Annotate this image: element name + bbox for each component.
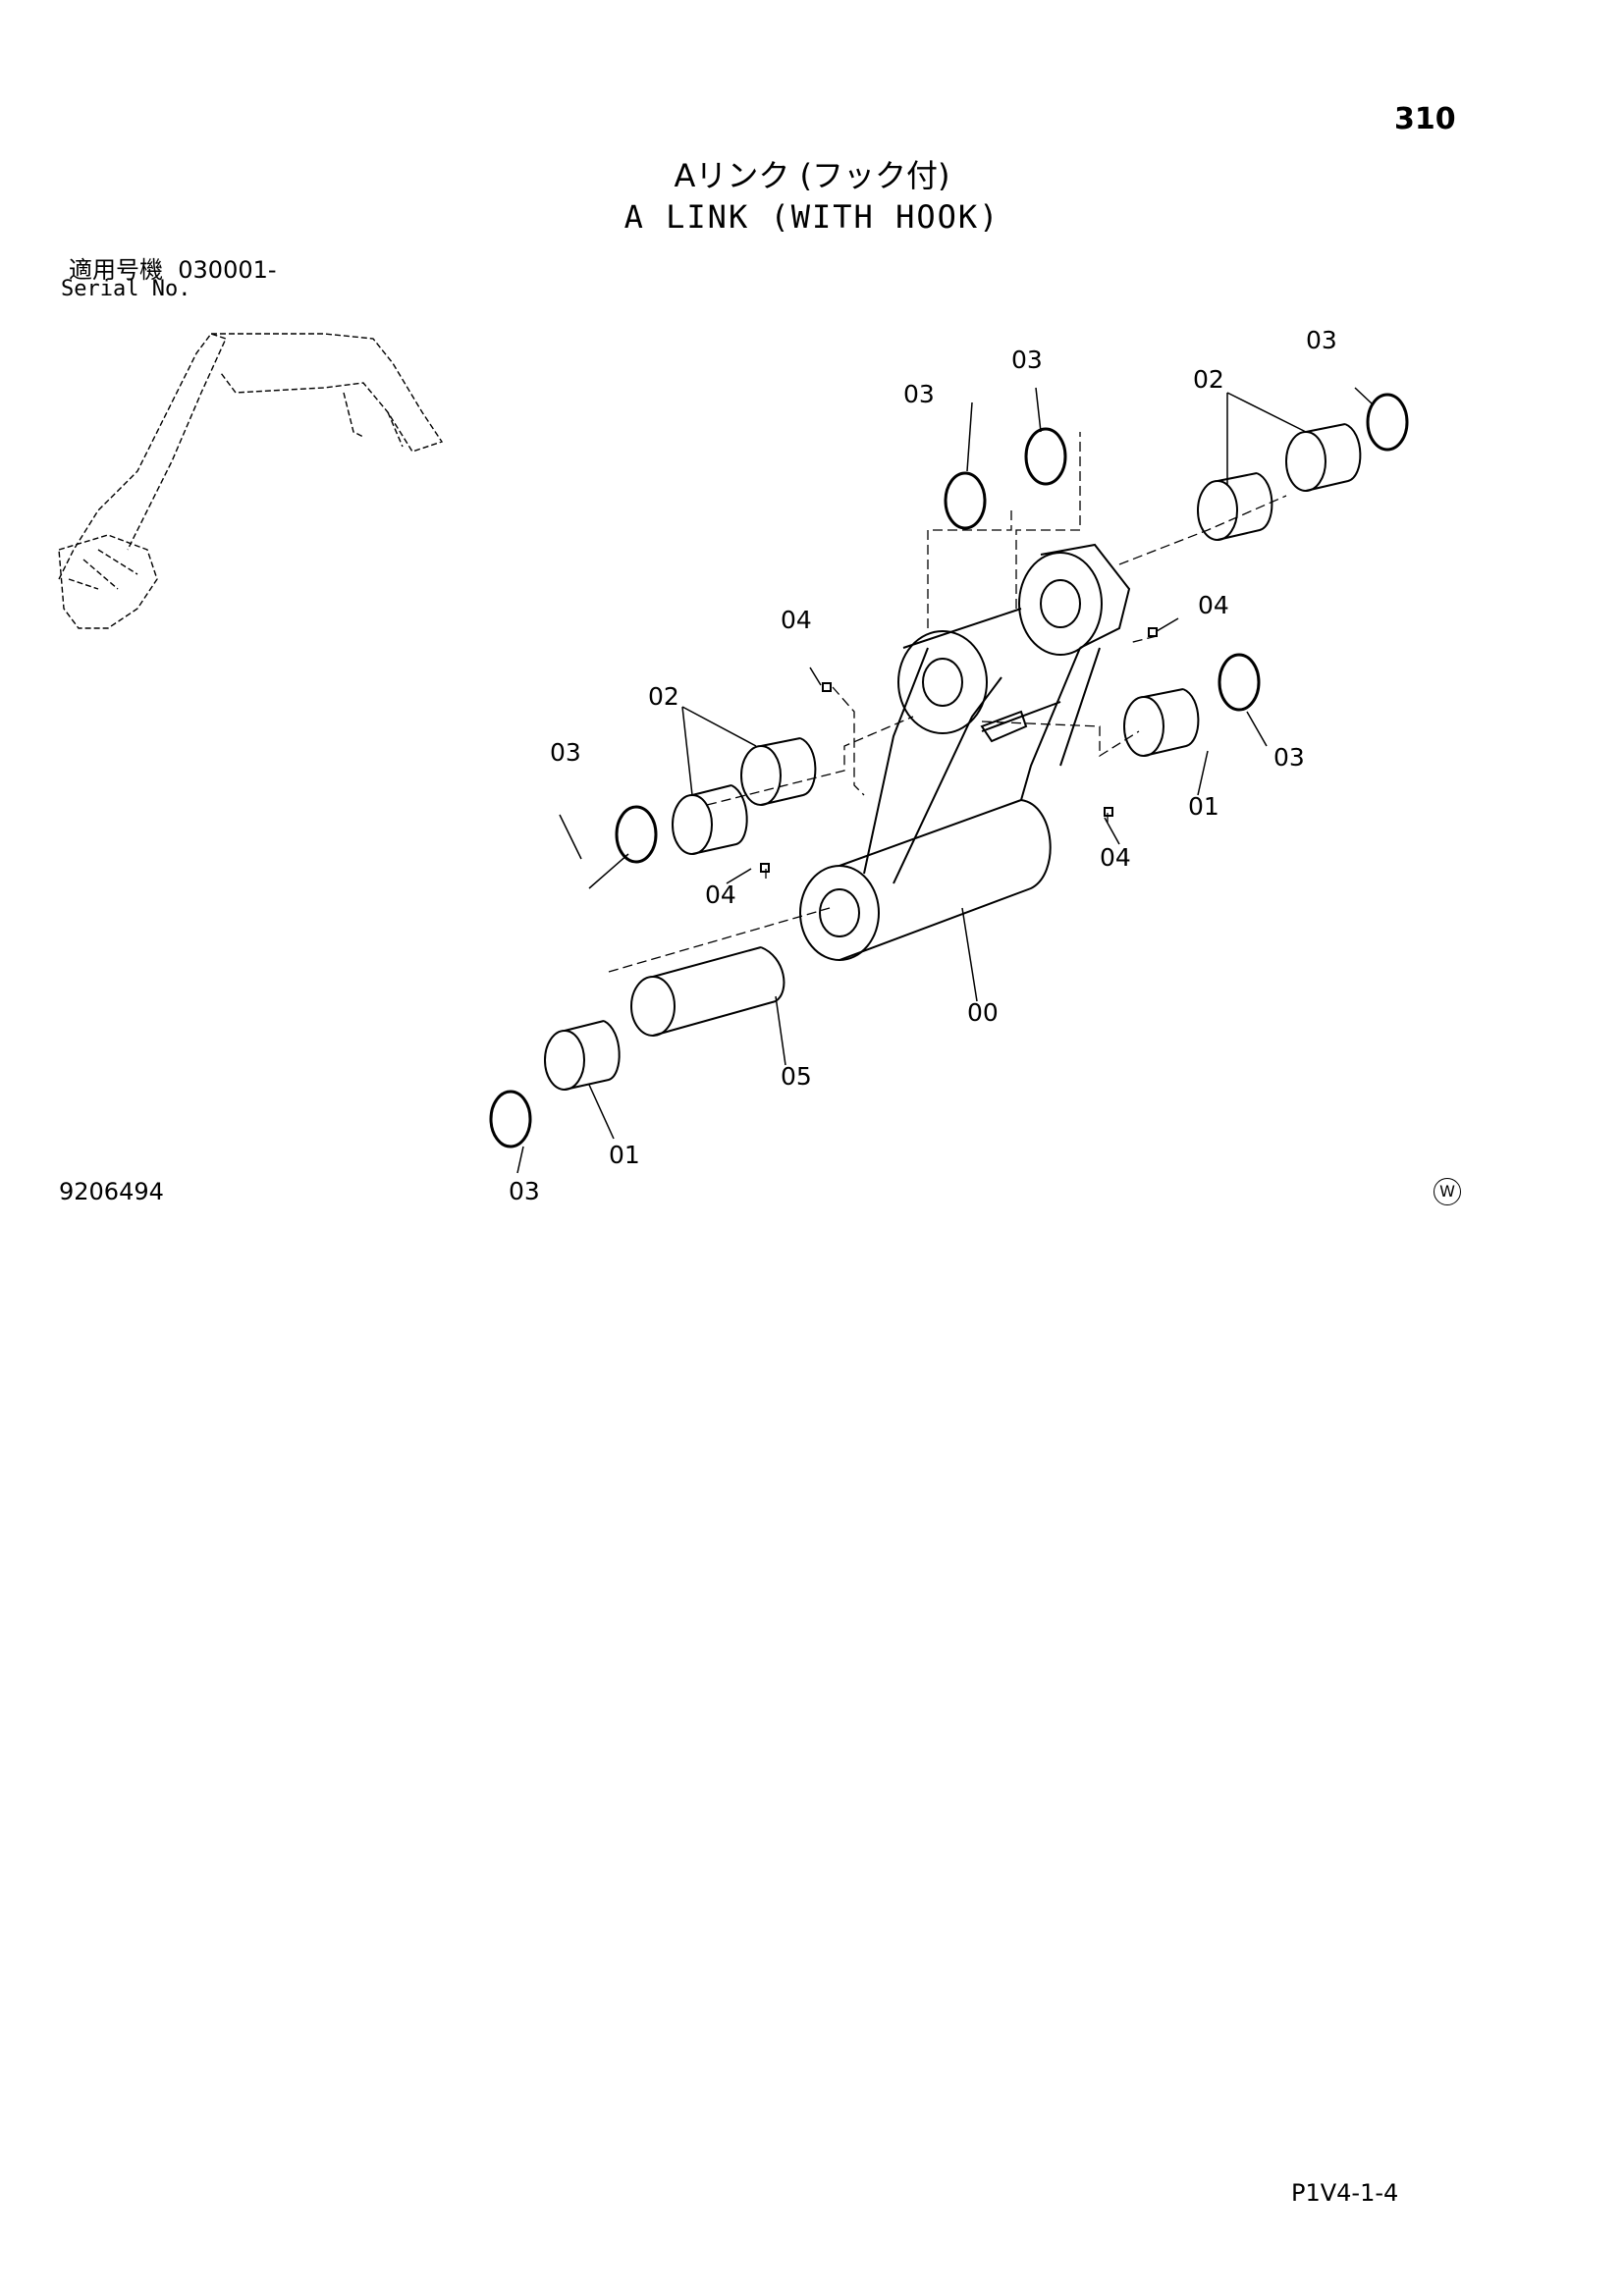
exploded-parts-diagram: 00 01 01 02 02 03 03 03 03 03 03 04 04 0… — [58, 326, 1409, 1205]
callout-03: 03 — [903, 380, 935, 408]
callout-04: 04 — [1198, 591, 1229, 619]
callout-labels: 00 01 01 02 02 03 03 03 03 03 03 04 04 0… — [509, 326, 1337, 1205]
callout-00: 00 — [967, 998, 999, 1027]
callout-03: 03 — [1273, 743, 1305, 772]
serial-value: 030001- — [178, 256, 277, 284]
page-code: P1V4-1-4 — [1291, 2179, 1399, 2207]
callout-02: 02 — [1193, 365, 1224, 394]
callout-05: 05 — [781, 1062, 812, 1091]
seal-rings — [489, 393, 1409, 1148]
title-english: A LINK (WITH HOOK) — [623, 198, 1001, 236]
callout-03: 03 — [1011, 346, 1043, 374]
callout-03: 03 — [509, 1177, 540, 1205]
a-link-body — [799, 543, 1131, 961]
pin — [630, 946, 785, 1037]
circled-w-mark: W — [1434, 1178, 1461, 1205]
document-number: 9206494 — [59, 1178, 164, 1205]
callout-04: 04 — [1100, 843, 1131, 872]
callout-02: 02 — [648, 682, 679, 711]
serial-label: 適用号機 — [69, 256, 163, 284]
serial-label-english: Serial No. — [61, 277, 191, 301]
callout-04: 04 — [781, 606, 812, 634]
callout-01: 01 — [1188, 792, 1219, 821]
excavator-arm-thumbnail — [58, 333, 444, 629]
callout-04: 04 — [705, 881, 736, 909]
title-japanese: Aリンク (フック付) — [674, 157, 950, 194]
serial-label-japanese: 適用号機 030001- — [69, 250, 277, 285]
callout-03: 03 — [550, 738, 581, 767]
center-lines — [608, 432, 1287, 973]
callout-03: 03 — [1306, 326, 1337, 354]
page-number: 310 — [1394, 102, 1456, 136]
callout-01: 01 — [609, 1141, 640, 1169]
leader-lines — [516, 387, 1374, 1174]
grease-fittings — [760, 627, 1158, 873]
